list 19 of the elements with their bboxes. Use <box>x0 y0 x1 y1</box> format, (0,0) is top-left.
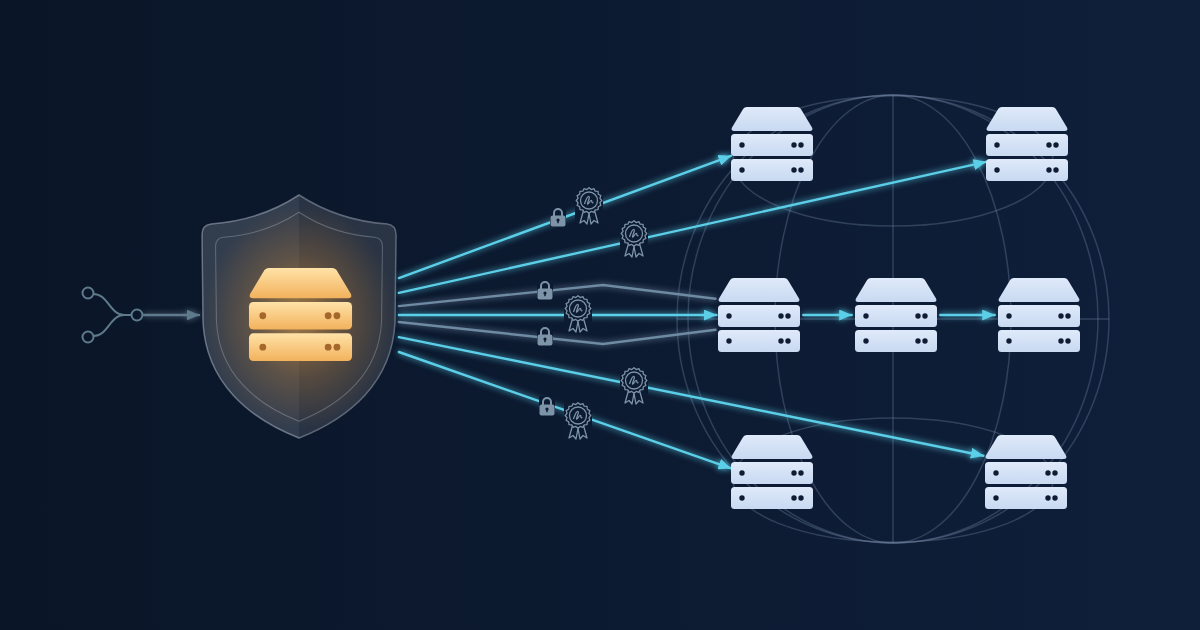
arrow <box>397 159 988 295</box>
arrow <box>142 309 201 321</box>
server-icon <box>248 268 353 361</box>
arrow <box>397 309 718 321</box>
server-icon <box>855 278 937 352</box>
server-icon <box>985 435 1067 509</box>
server-icon <box>731 107 813 181</box>
arrow <box>802 309 853 321</box>
arrow <box>397 335 985 459</box>
arrow <box>397 154 733 280</box>
server-icon <box>718 278 800 352</box>
arrow <box>939 309 996 321</box>
server-icon <box>986 107 1068 181</box>
server-icon <box>998 278 1080 352</box>
arrow <box>397 350 733 470</box>
branch-icon <box>80 285 144 345</box>
server-icon <box>731 435 813 509</box>
connector-line <box>397 320 717 346</box>
connector-line <box>397 283 717 308</box>
